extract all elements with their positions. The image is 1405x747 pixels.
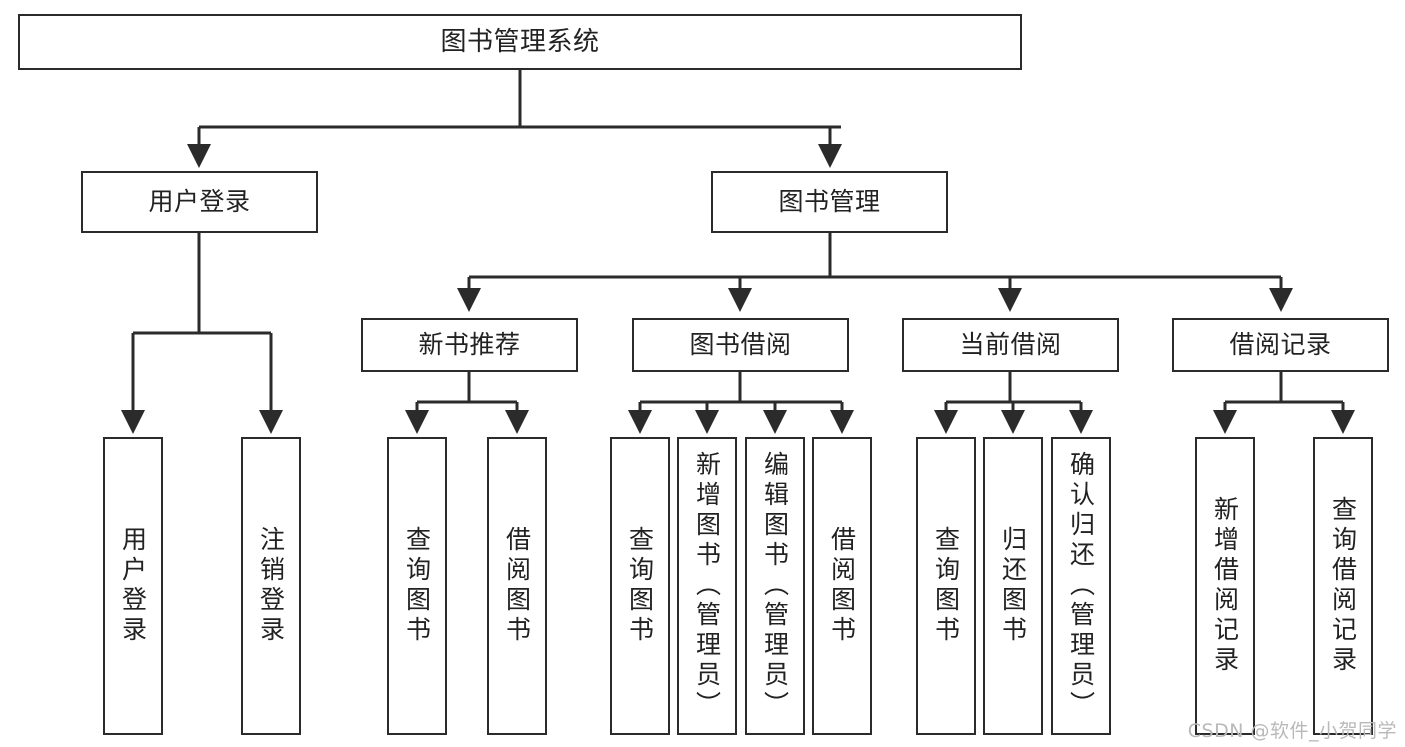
node-label: 图书管理系统 (440, 26, 600, 57)
node-leaf-query-book-new[interactable]: 查询图书 (387, 437, 447, 735)
node-root-book-management-system[interactable]: 图书管理系统 (18, 14, 1022, 70)
node-label: 新书推荐 (418, 330, 521, 360)
node-leaf-borrow-book-new[interactable]: 借阅图书 (487, 437, 547, 735)
node-label: 借阅图书 (827, 526, 857, 646)
node-current-borrowing[interactable]: 当前借阅 (902, 318, 1119, 372)
node-label: 新增图书（管理员） (692, 451, 722, 721)
node-label: 当前借阅 (959, 330, 1062, 360)
node-borrowing-record[interactable]: 借阅记录 (1172, 318, 1389, 372)
node-label: 用户登录 (118, 526, 148, 646)
node-new-book-recommendation[interactable]: 新书推荐 (361, 318, 578, 372)
node-label: 图书借阅 (689, 330, 792, 360)
node-label: 归还图书 (998, 526, 1028, 646)
node-user-login[interactable]: 用户登录 (81, 171, 318, 233)
node-label: 借阅图书 (502, 526, 532, 646)
node-leaf-query-book-borrow[interactable]: 查询图书 (610, 437, 670, 735)
node-label: 查询图书 (402, 526, 432, 646)
node-leaf-query-book-current[interactable]: 查询图书 (916, 437, 976, 735)
node-leaf-return-book[interactable]: 归还图书 (983, 437, 1043, 735)
node-label: 编辑图书（管理员） (760, 451, 790, 721)
node-leaf-add-borrow-record[interactable]: 新增借阅记录 (1195, 437, 1255, 735)
node-label: 新增借阅记录 (1210, 496, 1240, 676)
node-label: 注销登录 (256, 526, 286, 646)
node-label: 图书管理 (778, 187, 881, 217)
watermark: CSDN @软件_小贺同学 (1187, 720, 1397, 742)
node-leaf-confirm-return-admin[interactable]: 确认归还（管理员） (1051, 437, 1111, 735)
node-leaf-add-book-admin[interactable]: 新增图书（管理员） (677, 437, 737, 735)
node-label: 确认归还（管理员） (1066, 451, 1096, 721)
node-book-borrowing[interactable]: 图书借阅 (632, 318, 849, 372)
node-label: 查询图书 (625, 526, 655, 646)
node-book-management[interactable]: 图书管理 (711, 171, 948, 233)
node-leaf-logout[interactable]: 注销登录 (241, 437, 301, 735)
node-label: 查询图书 (931, 526, 961, 646)
node-leaf-borrow-book[interactable]: 借阅图书 (812, 437, 872, 735)
node-leaf-edit-book-admin[interactable]: 编辑图书（管理员） (745, 437, 805, 735)
node-label: 查询借阅记录 (1328, 496, 1358, 676)
node-leaf-query-borrow-record[interactable]: 查询借阅记录 (1313, 437, 1373, 735)
node-label: 用户登录 (148, 187, 251, 217)
node-leaf-user-login[interactable]: 用户登录 (103, 437, 163, 735)
node-label: 借阅记录 (1229, 330, 1332, 360)
